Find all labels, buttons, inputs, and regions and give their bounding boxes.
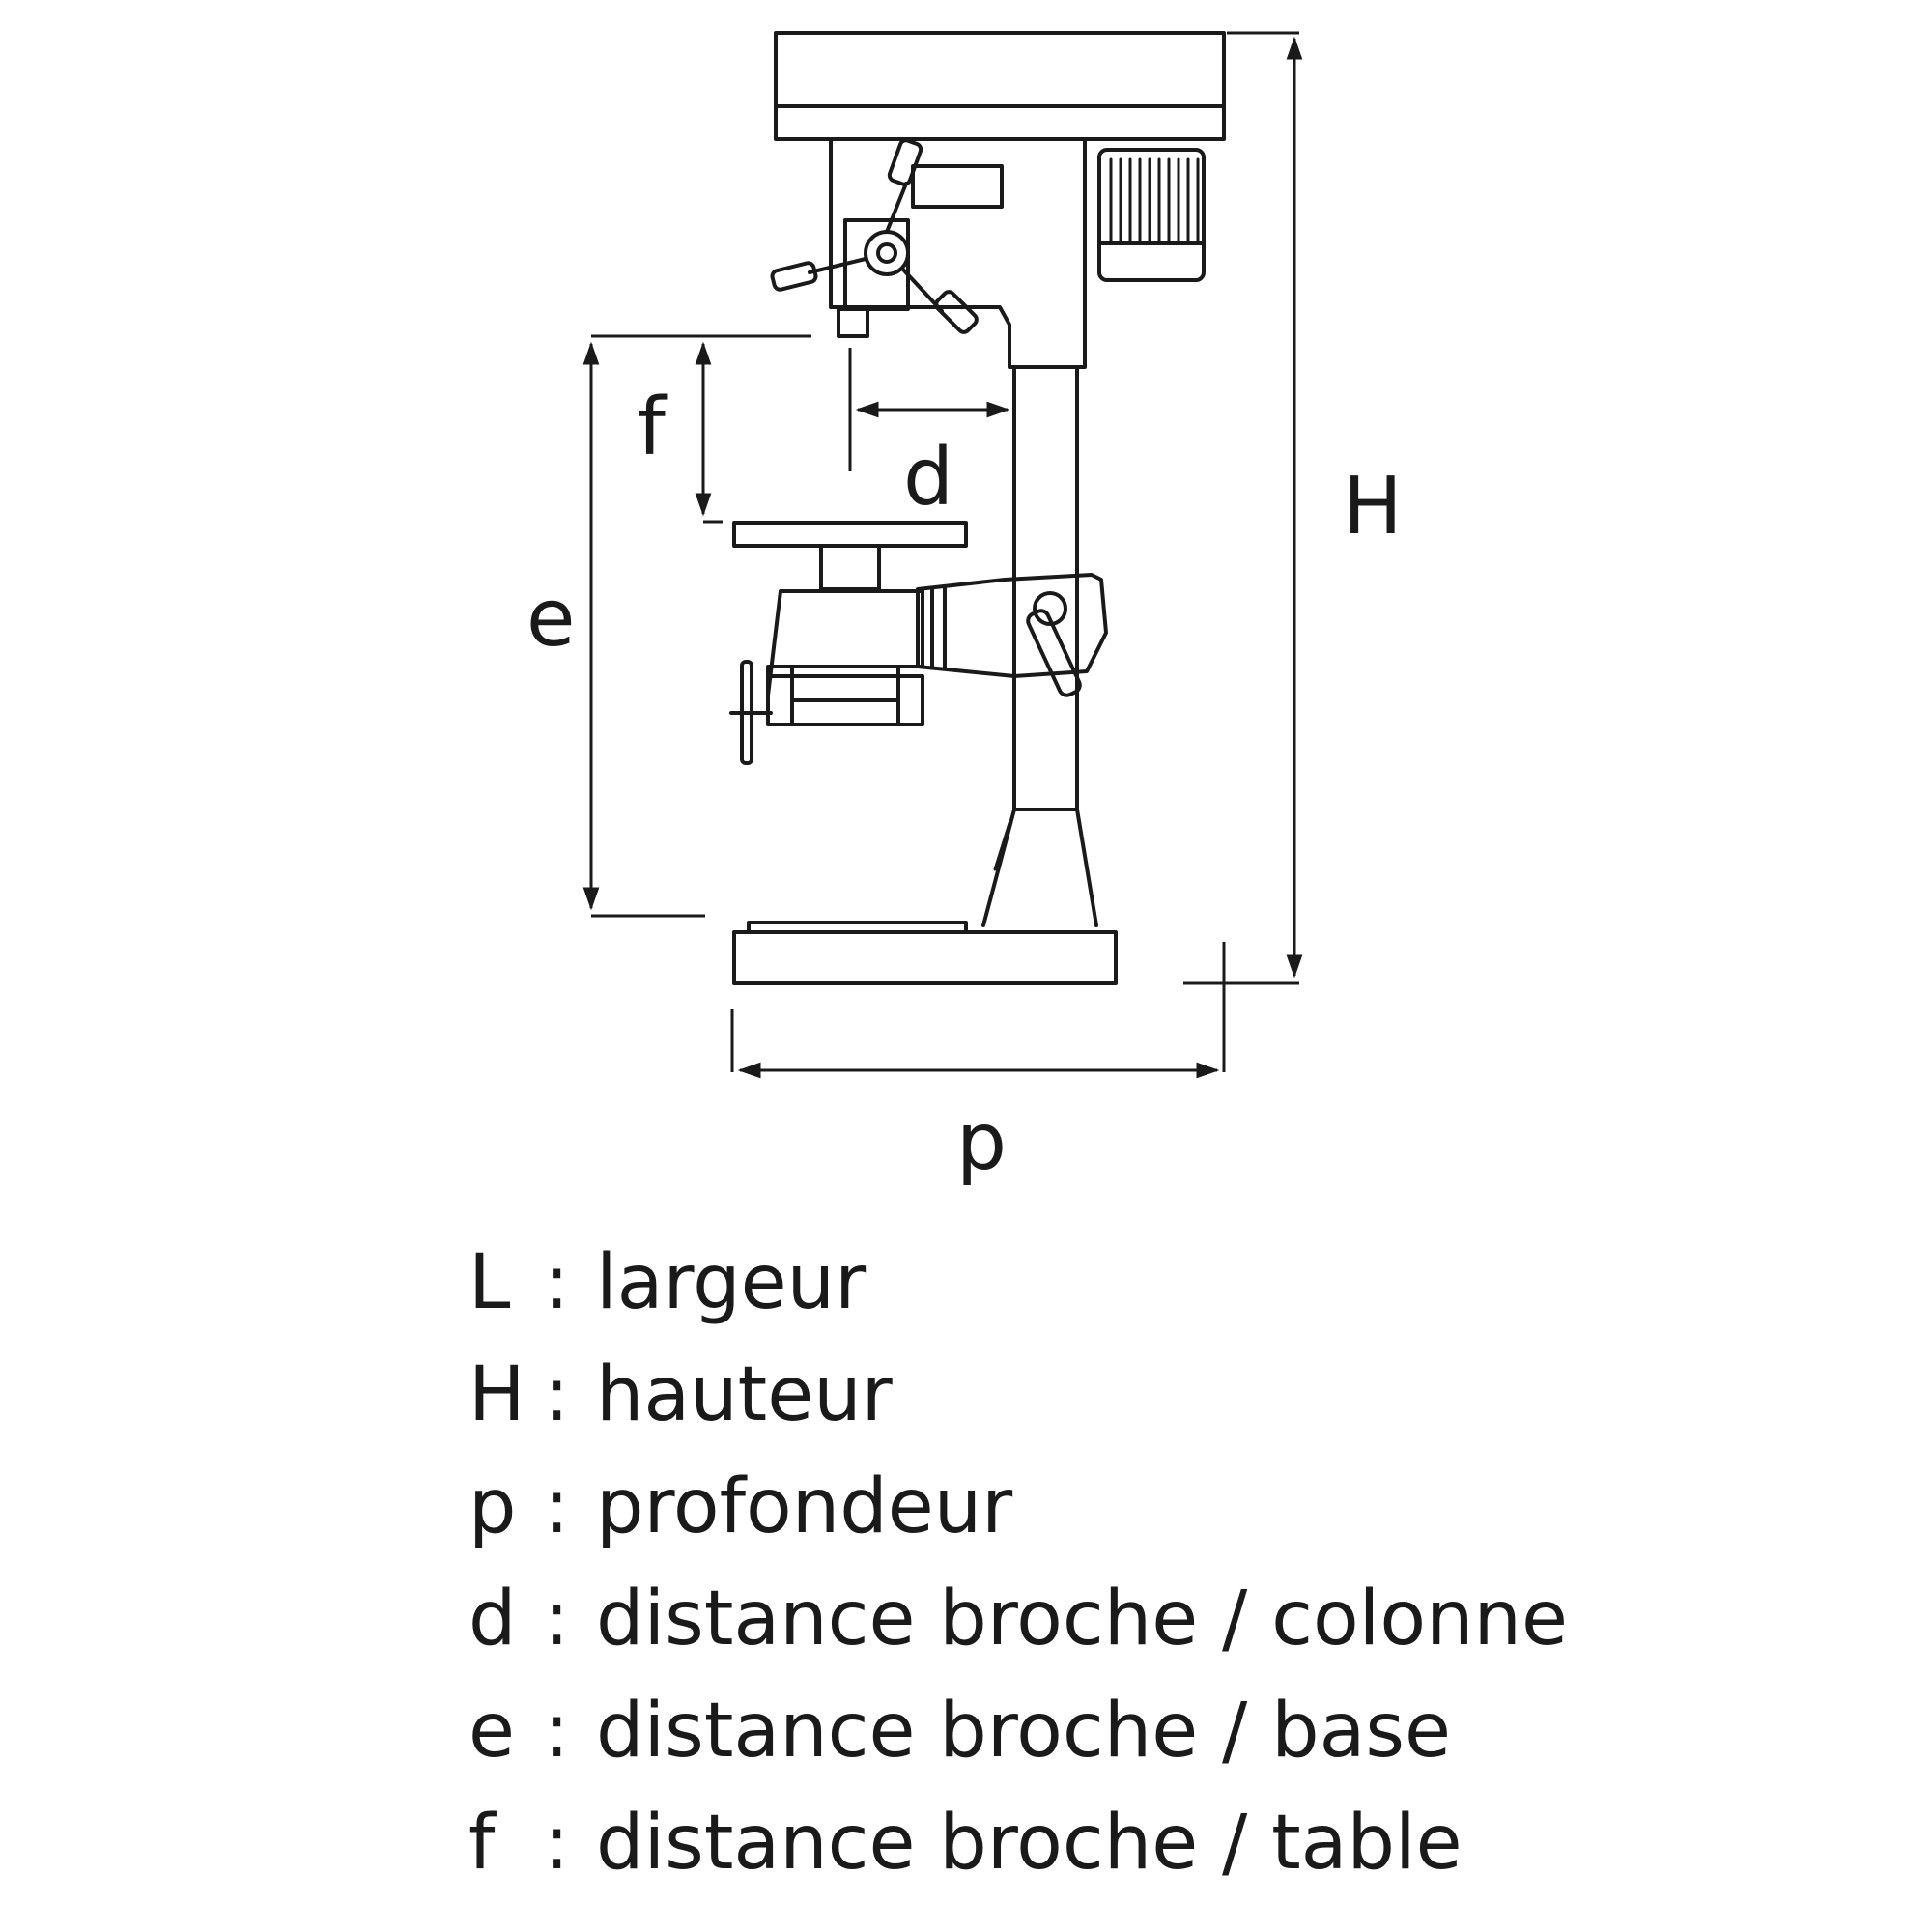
- vise-base: [766, 674, 924, 726]
- label-p: p: [956, 1096, 1007, 1188]
- legend-symbol: p: [469, 1463, 517, 1550]
- legend-description: distance broche / colonne: [596, 1576, 1568, 1662]
- legend-description: distance broche / base: [596, 1688, 1452, 1775]
- switch-box: [911, 164, 1004, 209]
- drill-press-drawing: [729, 31, 1226, 985]
- column: [1012, 365, 1079, 811]
- spindle-nose: [837, 307, 869, 338]
- legend-separator: :: [544, 1351, 570, 1438]
- legend-separator: :: [544, 1463, 570, 1550]
- label-d: d: [903, 432, 953, 524]
- drill-press-diagram: H f d e p: [526, 31, 1403, 1188]
- legend-description: hauteur: [596, 1351, 893, 1438]
- dimension-labels: H f d e p: [526, 382, 1403, 1188]
- head-cover: [774, 31, 1226, 141]
- legend-description: profondeur: [596, 1463, 1013, 1550]
- label-e: e: [526, 573, 575, 665]
- column-collar: [916, 573, 1108, 678]
- legend-symbol: f: [469, 1800, 496, 1887]
- legend-description: distance broche / table: [596, 1800, 1463, 1887]
- legend-symbol: H: [469, 1351, 526, 1438]
- legend-description: largeur: [596, 1239, 867, 1326]
- legend-separator: :: [544, 1800, 570, 1887]
- base: [732, 930, 1118, 985]
- dimension-lines: [582, 31, 1303, 1079]
- feed-handle-right: [934, 290, 979, 334]
- legend-separator: :: [544, 1688, 570, 1775]
- legend-symbol: L: [469, 1239, 511, 1326]
- crank-handle: [1026, 609, 1082, 697]
- legend-separator: :: [544, 1239, 570, 1326]
- vise-handle: [740, 660, 753, 765]
- head-body: [829, 137, 1087, 369]
- label-h: H: [1343, 461, 1403, 553]
- table-top: [732, 521, 968, 548]
- label-f: f: [638, 382, 668, 473]
- motor: [1097, 148, 1206, 282]
- table-support: [819, 544, 881, 591]
- legend-symbol: e: [469, 1688, 515, 1775]
- feed-handle-top: [887, 138, 923, 186]
- motor-fins: [1109, 157, 1200, 243]
- feed-handle-left: [770, 261, 818, 292]
- legend-separator: :: [544, 1576, 570, 1662]
- legend-symbol: d: [469, 1576, 517, 1662]
- column-foot: [981, 808, 1098, 927]
